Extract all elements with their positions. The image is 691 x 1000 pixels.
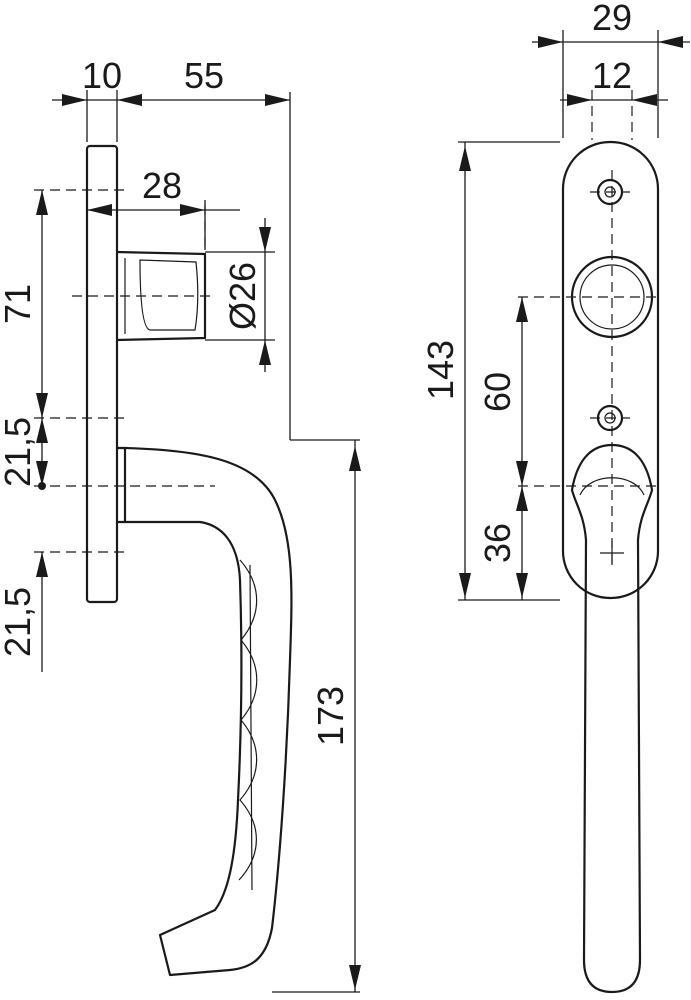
dim-label-spindle-offset: 28 — [142, 165, 182, 206]
dim-label-handle-length: 173 — [310, 686, 351, 746]
front-dimensions: 29 12 143 60 36 — [420, 0, 690, 601]
side-handle-ribs — [238, 559, 258, 891]
dim-label-projection: 55 — [184, 55, 224, 96]
front-rosette-inner — [579, 264, 645, 330]
side-handle — [123, 446, 293, 977]
dim-label-plate-width: 29 — [592, 0, 632, 38]
dim-label-upper-half: 21,5 — [0, 417, 38, 487]
front-view — [518, 140, 660, 994]
dim-label-plate-thickness: 10 — [82, 55, 122, 96]
dim-label-handle-width: 12 — [592, 55, 632, 96]
side-view — [34, 144, 293, 977]
dim-label-hole-spacing: 60 — [477, 372, 518, 412]
dim-label-rosette-diameter: Ø26 — [222, 262, 263, 330]
side-handle-neck — [115, 446, 127, 524]
dim-label-upper-vertical: 71 — [0, 284, 38, 324]
side-dimensions: 10 55 28 Ø26 71 21,5 21,5 — [0, 55, 361, 993]
dim-label-lower-offset: 36 — [477, 523, 518, 563]
dim-label-plate-length: 143 — [420, 340, 461, 400]
dim-label-lower-half: 21,5 — [0, 587, 38, 657]
side-back-plate — [85, 144, 119, 604]
front-back-plate — [561, 140, 660, 600]
